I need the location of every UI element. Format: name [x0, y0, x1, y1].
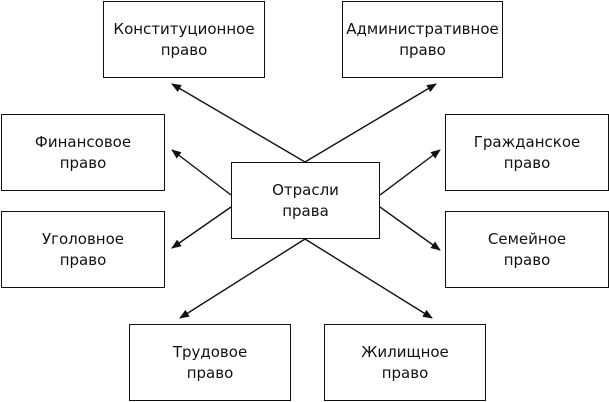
- arrow-to-labor: [179, 238, 306, 319]
- civil-law-label: Гражданское право: [473, 132, 581, 172]
- criminal-law-box: Уголовное право: [1, 211, 165, 288]
- arrow-to-administrative: [304, 83, 437, 163]
- financial-law-box: Финансовое право: [1, 114, 165, 191]
- arrow-to-financial: [171, 149, 232, 196]
- law-branches-center-box: Отрасли права: [231, 162, 380, 239]
- criminal-law-label: Уголовное право: [41, 229, 125, 269]
- family-law-label: Семейное право: [487, 229, 567, 269]
- center-label: Отрасли права: [272, 180, 339, 220]
- administrative-law-label: Административное право: [346, 19, 499, 59]
- constitutional-law-label: Конституционное право: [113, 19, 255, 59]
- arrow-to-constitutional: [171, 83, 306, 163]
- labor-law-label: Трудовое право: [172, 342, 248, 382]
- arrow-to-civil: [379, 149, 441, 196]
- arrow-to-criminal: [171, 206, 232, 249]
- labor-law-box: Трудовое право: [129, 324, 291, 401]
- family-law-box: Семейное право: [445, 211, 609, 288]
- civil-law-box: Гражданское право: [445, 114, 609, 191]
- housing-law-label: Жилищное право: [361, 342, 449, 382]
- arrow-to-housing: [304, 238, 433, 319]
- constitutional-law-box: Конституционное право: [103, 1, 265, 78]
- arrow-to-family: [379, 206, 441, 251]
- financial-law-label: Финансовое право: [34, 132, 132, 172]
- housing-law-box: Жилищное право: [324, 324, 486, 401]
- administrative-law-box: Административное право: [342, 1, 503, 78]
